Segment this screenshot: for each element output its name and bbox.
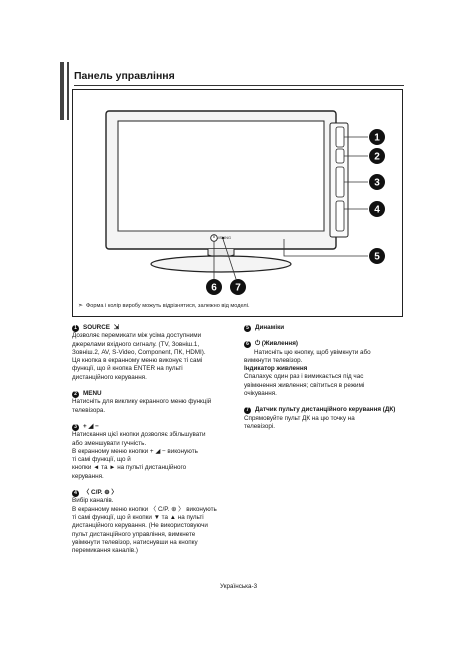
control-panel-figure bbox=[72, 89, 403, 317]
item-line: пульт дистанційного управління, вимкнете bbox=[72, 530, 196, 538]
right-column: 5 Динаміки 6 ⏻ (Живлення) Натисніть цю кно… bbox=[244, 324, 409, 439]
item-line: джерелами вхідного сигналу. (TV, Зовніш.… bbox=[72, 340, 200, 348]
note-arrow-icon: ➣ bbox=[78, 303, 84, 309]
svg-text:1: 1 bbox=[374, 133, 380, 144]
item-line: Натисніть цю кнопку, щоб увімкнути або bbox=[254, 348, 371, 356]
item-line: вимкнути телевізор. bbox=[244, 356, 303, 364]
svg-text:2: 2 bbox=[374, 152, 380, 163]
item-line: дистанційного керування. (Не використову… bbox=[72, 522, 208, 530]
callout-1: 1 bbox=[369, 129, 385, 145]
svg-text:7: 7 bbox=[235, 283, 241, 294]
callout-6: 6 bbox=[206, 279, 222, 295]
item-line: Дозволяє перемикати між усіма доступними bbox=[72, 332, 202, 340]
item-title: MENU bbox=[83, 390, 102, 398]
item-number: 7 bbox=[244, 407, 251, 415]
section-title: Панель управління bbox=[74, 70, 404, 86]
item-number: 6 bbox=[244, 340, 251, 348]
item-line: або зменшувати гучність. bbox=[72, 439, 147, 447]
decorative-bar-thin bbox=[67, 62, 69, 120]
item-line: В екранному меню кнопки 〈 C/P. ⊕ 〉 викон… bbox=[72, 505, 217, 513]
item-channel: 4 〈 C/P. ⊕ 〉 Вибір каналів. В екранному м… bbox=[72, 489, 237, 555]
item-line: очікування. bbox=[244, 390, 277, 398]
remote-sensor-icon bbox=[221, 236, 225, 240]
svg-text:5: 5 bbox=[374, 252, 380, 263]
item-line: Спалахує один раз і вимикається під час bbox=[244, 373, 364, 381]
item-line: Ця кнопка в екранному меню виконує ті са… bbox=[72, 357, 203, 365]
item-line: В екранному меню кнопки + ◢ − виконують bbox=[72, 447, 198, 455]
tv-screen bbox=[117, 120, 325, 232]
item-line: увімкнути телевізор, натиснувши на кнопк… bbox=[72, 538, 198, 546]
item-line: кнопки ◄ та ► на пульті дистанційного bbox=[72, 464, 187, 472]
volume-button bbox=[335, 166, 345, 198]
item-line: увімкнення живлення; світиться в режимі bbox=[244, 381, 365, 389]
item-line: керування. bbox=[72, 472, 104, 480]
svg-text:6: 6 bbox=[211, 283, 217, 294]
item-line: перемикання каналів.) bbox=[72, 547, 138, 555]
figure-note-text: Форма і колір виробу можуть відрізнятися… bbox=[86, 302, 250, 309]
item-line: телевізора. bbox=[72, 406, 106, 414]
figure-note: ➣ Форма і колір виробу можуть відрізняти… bbox=[78, 302, 250, 310]
item-number: 3 bbox=[72, 423, 79, 431]
decorative-bar bbox=[60, 62, 64, 120]
menu-button bbox=[335, 148, 345, 164]
item-power: 6 ⏻ (Живлення) Натисніть цю кнопку, щоб у… bbox=[244, 340, 409, 398]
item-title: SOURCE bbox=[83, 324, 110, 331]
item-line: Вибір каналів. bbox=[72, 497, 114, 505]
left-column: 1 SOURCE ⇲ Дозволяє перемикати між усіма … bbox=[72, 324, 237, 563]
item-title: + ◢ − bbox=[83, 422, 99, 430]
item-title: Динаміки bbox=[255, 324, 285, 331]
item-speakers: 5 Динаміки bbox=[244, 324, 409, 332]
source-icon: ⇲ bbox=[111, 324, 119, 331]
item-volume: 3 + ◢ − Натискання цієї кнопки дозволяє з… bbox=[72, 423, 237, 481]
item-title: 〈 C/P. ⊕ 〉 bbox=[83, 489, 118, 497]
item-line: телевізорі. bbox=[244, 422, 275, 430]
item-line: дистанційного керування. bbox=[72, 373, 147, 381]
item-title: ⏻ (Живлення) bbox=[255, 340, 298, 348]
callout-7: 7 bbox=[230, 279, 246, 295]
item-number: 2 bbox=[72, 390, 79, 398]
item-title: Датчик пульту дистанційного керування (Д… bbox=[255, 406, 396, 414]
svg-text:3: 3 bbox=[374, 178, 380, 189]
item-line: Зовніш.2, AV, S-Video, Component, ПК, HD… bbox=[72, 348, 206, 356]
item-line: Спрямовуйте пульт ДК на цю точку на bbox=[244, 414, 355, 422]
callout-4: 4 bbox=[369, 201, 385, 217]
tv-brand: SAMSUNG bbox=[211, 235, 231, 240]
item-line: Натискання цієї кнопки дозволяє збільшув… bbox=[72, 431, 206, 439]
item-line: Натисніть для виклику екранного меню фун… bbox=[72, 398, 212, 406]
item-line: функції, що й кнопка ENTER на пульті bbox=[72, 365, 183, 373]
power-indicator-title: Індикатор живлення bbox=[244, 365, 308, 373]
item-number: 5 bbox=[244, 324, 251, 332]
tv-illustration: SAMSUNG 1 2 3 4 5 6 7 bbox=[105, 110, 385, 295]
page-footer: Українська-3 bbox=[220, 583, 258, 590]
callout-3: 3 bbox=[369, 174, 385, 190]
channel-button bbox=[335, 200, 345, 232]
item-number: 1 bbox=[72, 324, 79, 332]
svg-text:4: 4 bbox=[374, 205, 380, 216]
item-line: ті самі функції, що й кнопки ▼ та ▲ на п… bbox=[72, 513, 204, 521]
tv-stand-base bbox=[150, 255, 292, 273]
item-number: 4 bbox=[72, 489, 79, 497]
item-menu: 2 MENU Натисніть для виклику екранного ме… bbox=[72, 390, 237, 415]
callout-5: 5 bbox=[369, 248, 385, 264]
source-button bbox=[335, 126, 345, 148]
callout-2: 2 bbox=[369, 148, 385, 164]
item-line: ті самі функції, що й bbox=[72, 456, 131, 464]
item-remote-sensor: 7 Датчик пульту дистанційного керування (… bbox=[244, 406, 409, 431]
item-source: 1 SOURCE ⇲ Дозволяє перемикати між усіма … bbox=[72, 324, 237, 382]
